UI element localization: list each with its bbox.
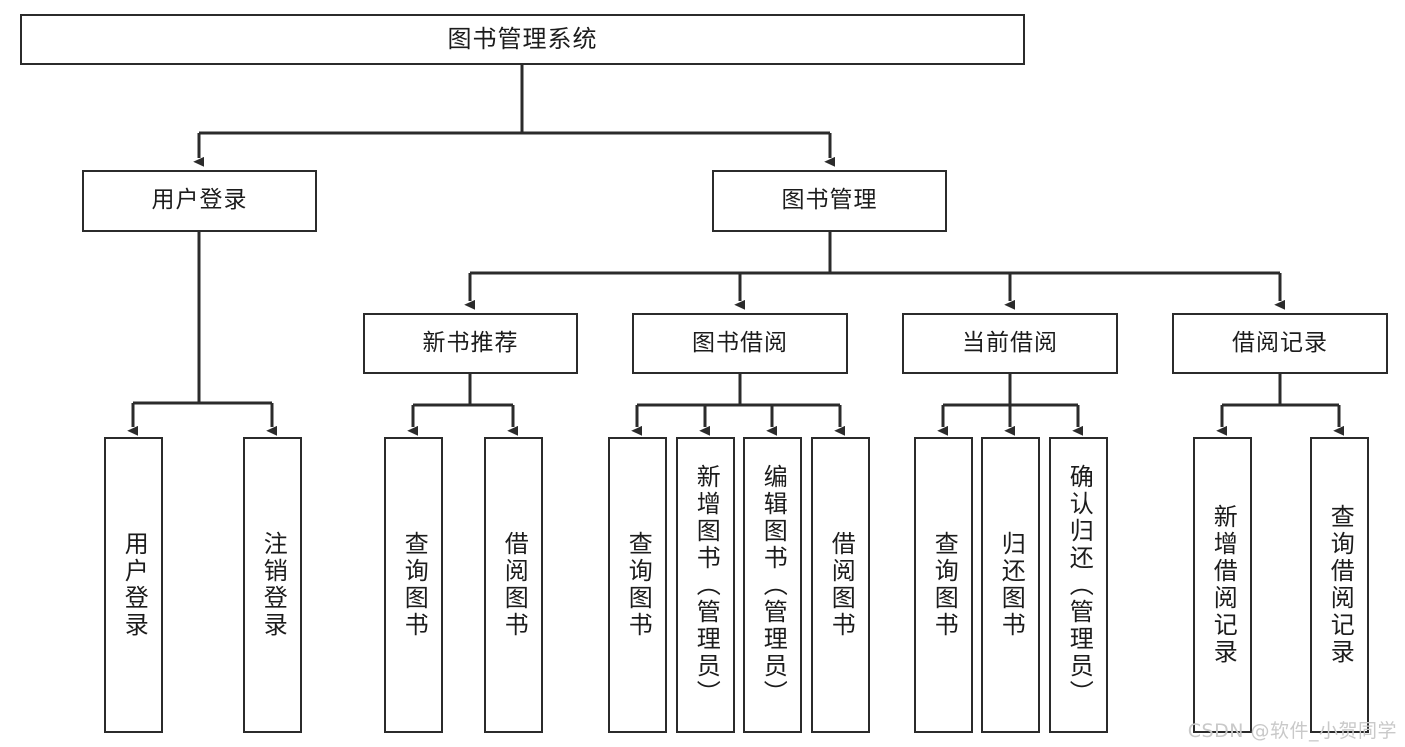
- leaf-logout[interactable]: 注销登录: [243, 437, 302, 733]
- leaf-borrow-borrow-book[interactable]: 借阅图书: [811, 437, 870, 733]
- leaf-borrow-edit-book-admin[interactable]: 编辑图书（管理员）: [743, 437, 802, 733]
- node-label: 查询图书: [930, 531, 959, 639]
- node-book-borrow[interactable]: 图书借阅: [632, 313, 848, 374]
- node-label: 确认归还（管理员）: [1065, 463, 1094, 707]
- node-user-login[interactable]: 用户登录: [82, 170, 317, 232]
- leaf-borrow-add-book-admin[interactable]: 新增图书（管理员）: [676, 437, 735, 733]
- node-label: 注销登录: [259, 531, 288, 639]
- node-label: 图书管理: [781, 187, 878, 214]
- leaf-current-confirm-return-admin[interactable]: 确认归还（管理员）: [1049, 437, 1108, 733]
- node-book-management[interactable]: 图书管理: [712, 170, 947, 232]
- node-label: 归还图书: [997, 531, 1026, 639]
- node-label: 查询图书: [624, 531, 653, 639]
- node-label: 查询图书: [400, 531, 429, 639]
- node-label: 用户登录: [151, 187, 248, 214]
- leaf-record-add-record[interactable]: 新增借阅记录: [1193, 437, 1252, 733]
- leaf-current-return-book[interactable]: 归还图书: [981, 437, 1040, 733]
- node-label: 新增借阅记录: [1209, 504, 1238, 666]
- leaf-record-query-record[interactable]: 查询借阅记录: [1310, 437, 1369, 733]
- node-label: 新增图书（管理员）: [692, 463, 721, 707]
- node-current-borrow[interactable]: 当前借阅: [902, 313, 1118, 374]
- node-borrow-record[interactable]: 借阅记录: [1172, 313, 1388, 374]
- node-label: 新书推荐: [422, 329, 519, 356]
- node-root-system[interactable]: 图书管理系统: [20, 14, 1025, 65]
- leaf-user-login[interactable]: 用户登录: [104, 437, 163, 733]
- csdn-watermark: CSDN @软件_小贺同学: [1187, 720, 1397, 742]
- leaf-newbook-borrow-book[interactable]: 借阅图书: [484, 437, 543, 733]
- node-label: 当前借阅: [962, 329, 1058, 356]
- node-label: 查询借阅记录: [1326, 504, 1355, 666]
- leaf-current-query-book[interactable]: 查询图书: [914, 437, 973, 733]
- node-new-book-recommend[interactable]: 新书推荐: [363, 313, 578, 374]
- node-label: 图书管理系统: [447, 25, 598, 54]
- node-label: 用户登录: [120, 531, 149, 639]
- node-label: 借阅图书: [500, 531, 529, 639]
- node-label: 编辑图书（管理员）: [759, 463, 788, 707]
- node-label: 借阅图书: [827, 531, 856, 639]
- node-label: 图书借阅: [692, 329, 788, 356]
- node-label: 借阅记录: [1232, 329, 1328, 356]
- leaf-borrow-query-book[interactable]: 查询图书: [608, 437, 667, 733]
- leaf-newbook-query-book[interactable]: 查询图书: [384, 437, 443, 733]
